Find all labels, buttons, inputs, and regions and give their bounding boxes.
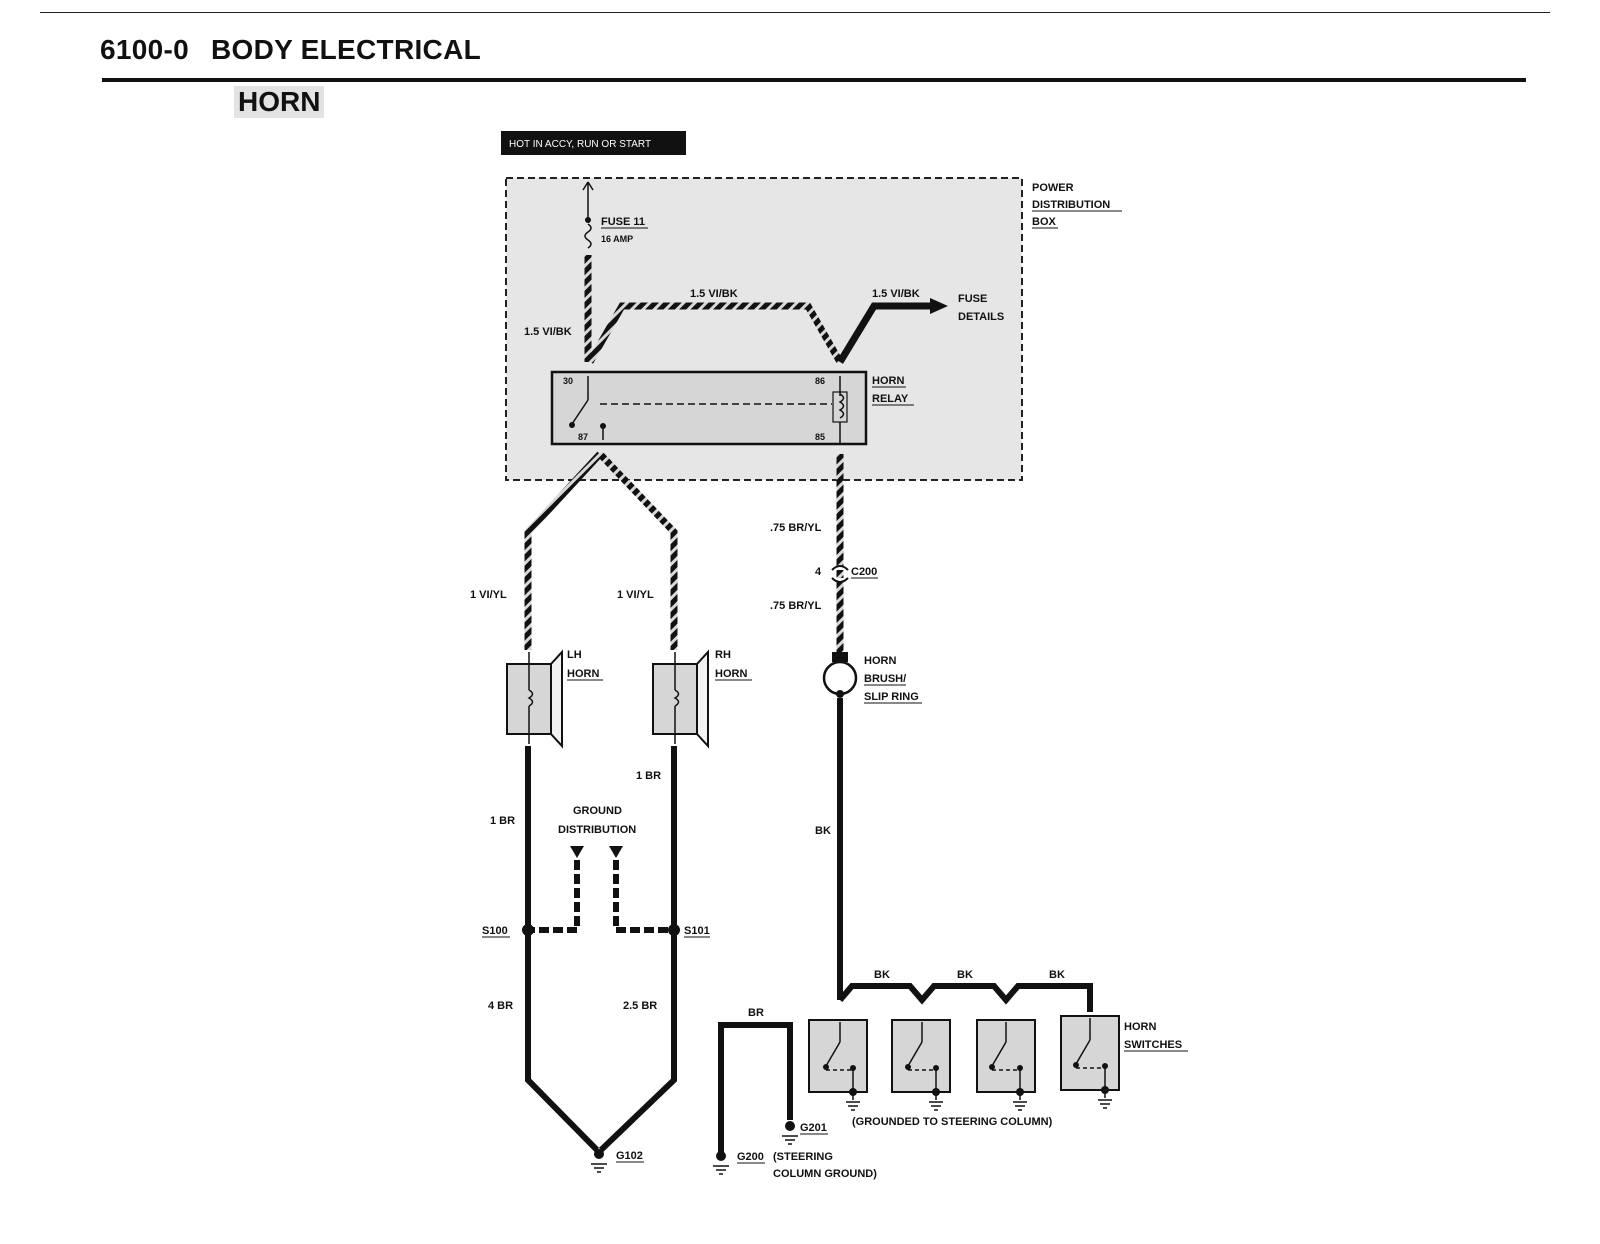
wire-br-steering-ground [718, 1022, 793, 1152]
wire-label-lh-viyl: 1 VI/YL [470, 589, 507, 601]
lh-horn [506, 649, 563, 749]
wire-s100-to-g102 [525, 930, 600, 1153]
wire-bk-switch-bus [837, 983, 1093, 1012]
power-box-label-2: DISTRIBUTION [1032, 199, 1110, 211]
page-header: 6100-0 BODY ELECTRICAL [100, 34, 481, 66]
ground-distribution-label-1: GROUND [573, 805, 622, 817]
ground-g200-symbol [713, 1151, 729, 1175]
hot-label: HOT IN ACCY, RUN OR START [509, 139, 651, 150]
wire-label-rh-br: 1 BR [636, 770, 661, 782]
wire-label-bk-2: BK [957, 969, 973, 981]
ground-dist-left-arrow [570, 846, 584, 858]
horn-switch-2 [891, 1019, 951, 1111]
fuse-rating: 16 AMP [601, 234, 633, 244]
wire-label-16-left: 1.5 VI/BK [524, 326, 572, 338]
wire-label-lh-br: 1 BR [490, 815, 515, 827]
relay-contact-fixed [600, 423, 606, 429]
wire-label-16-right: 1.5 VI/BK [872, 288, 920, 300]
horn-switch-4 [1060, 1015, 1120, 1109]
fuse-node [585, 217, 591, 223]
wire-ground-dist-left [528, 860, 580, 933]
brush-block [832, 652, 848, 662]
ground-g200-label: G200 [737, 1151, 764, 1163]
fuse-details-label-2: DETAILS [958, 311, 1004, 323]
fuse-name: FUSE 11 [601, 216, 645, 228]
wire-label-075-upper: .75 BR/YL [770, 522, 822, 534]
rh-horn-label-1: RH [715, 649, 731, 661]
hot-label-box: HOT IN ACCY, RUN OR START [501, 131, 686, 155]
brush-label-3: SLIP RING [864, 691, 919, 703]
brush-label-2: BRUSH/ [864, 673, 906, 685]
horn-switch-1 [808, 1019, 868, 1111]
lh-horn-label-1: LH [567, 649, 582, 661]
rh-horn-label-2: HORN [715, 668, 747, 680]
wire-label-bk-3: BK [1049, 969, 1065, 981]
wire-87-to-rh-horn [597, 451, 678, 650]
relay-contact-pivot [569, 422, 575, 428]
wire-label-16-top: 1.5 VI/BK [690, 288, 738, 300]
ground-dist-right-arrow [609, 846, 623, 858]
wire-label-4br: 4 BR [488, 1000, 513, 1012]
relay-pin-30: 30 [563, 376, 573, 386]
ground-g201-label: G201 [800, 1122, 827, 1134]
connector-name: C200 [851, 566, 877, 578]
wire-87-to-lh-horn [524, 451, 603, 650]
wire-to-fuse-details [837, 302, 930, 364]
relay-coil [838, 393, 845, 419]
section-title: HORN [234, 86, 325, 118]
connector-pin: 4 [815, 566, 822, 578]
horn-switch-3 [976, 1019, 1036, 1111]
relay-switch-arm [571, 399, 589, 425]
horn-switches-label-2: SWITCHES [1124, 1039, 1182, 1051]
brush-label-1: HORN [864, 655, 896, 667]
ground-g201-symbol [782, 1121, 798, 1145]
wire-ground-dist-right [613, 860, 674, 933]
wire-label-bk-1: BK [874, 969, 890, 981]
wire-label-25br: 2.5 BR [623, 1000, 657, 1012]
ground-g102-symbol [591, 1149, 607, 1173]
section-code: 6100-0 [100, 34, 189, 65]
lh-horn-label-2: HORN [567, 668, 599, 680]
header-top-rule [40, 12, 1550, 13]
horn-brush-slip-ring [822, 660, 858, 696]
horn-relay [550, 370, 868, 446]
relay-label-2: RELAY [872, 393, 909, 405]
steering-ground-label-2: COLUMN GROUND) [773, 1168, 877, 1180]
fuse-details-arrow [930, 298, 948, 314]
wire-s101-to-g102 [598, 930, 677, 1153]
relay-pin-86: 86 [815, 376, 825, 386]
page-title: BODY ELECTRICAL [211, 34, 481, 65]
splice-s101-label: S101 [684, 925, 710, 937]
slip-ring-contact [836, 690, 844, 698]
wire-label-075-lower: .75 BR/YL [770, 600, 822, 612]
fuse-11 [584, 223, 592, 249]
relay-label-1: HORN [872, 375, 904, 387]
wire-label-rh-viyl: 1 VI/YL [617, 589, 654, 601]
splice-s100-label: S100 [482, 925, 508, 937]
grounded-note: (GROUNDED TO STEERING COLUMN) [852, 1116, 1053, 1128]
header-rule [102, 78, 1526, 82]
feed-arrow [582, 181, 594, 191]
relay-pin-85: 85 [815, 432, 825, 442]
ground-distribution-label-2: DISTRIBUTION [558, 824, 636, 836]
power-box-label-3: BOX [1032, 216, 1057, 228]
rh-horn [652, 649, 709, 749]
relay-pin-87: 87 [578, 432, 588, 442]
wire-label-br: BR [748, 1007, 764, 1019]
power-box-label-1: POWER [1032, 182, 1074, 194]
connector-c200 [831, 565, 849, 583]
steering-ground-label-1: (STEERING [773, 1151, 833, 1163]
wire-label-bk-vertical: BK [815, 825, 831, 837]
wire-30-to-86 [586, 302, 844, 364]
fuse-details-label-1: FUSE [958, 293, 987, 305]
ground-g102-label: G102 [616, 1150, 643, 1162]
horn-switches-label-1: HORN [1124, 1021, 1156, 1033]
